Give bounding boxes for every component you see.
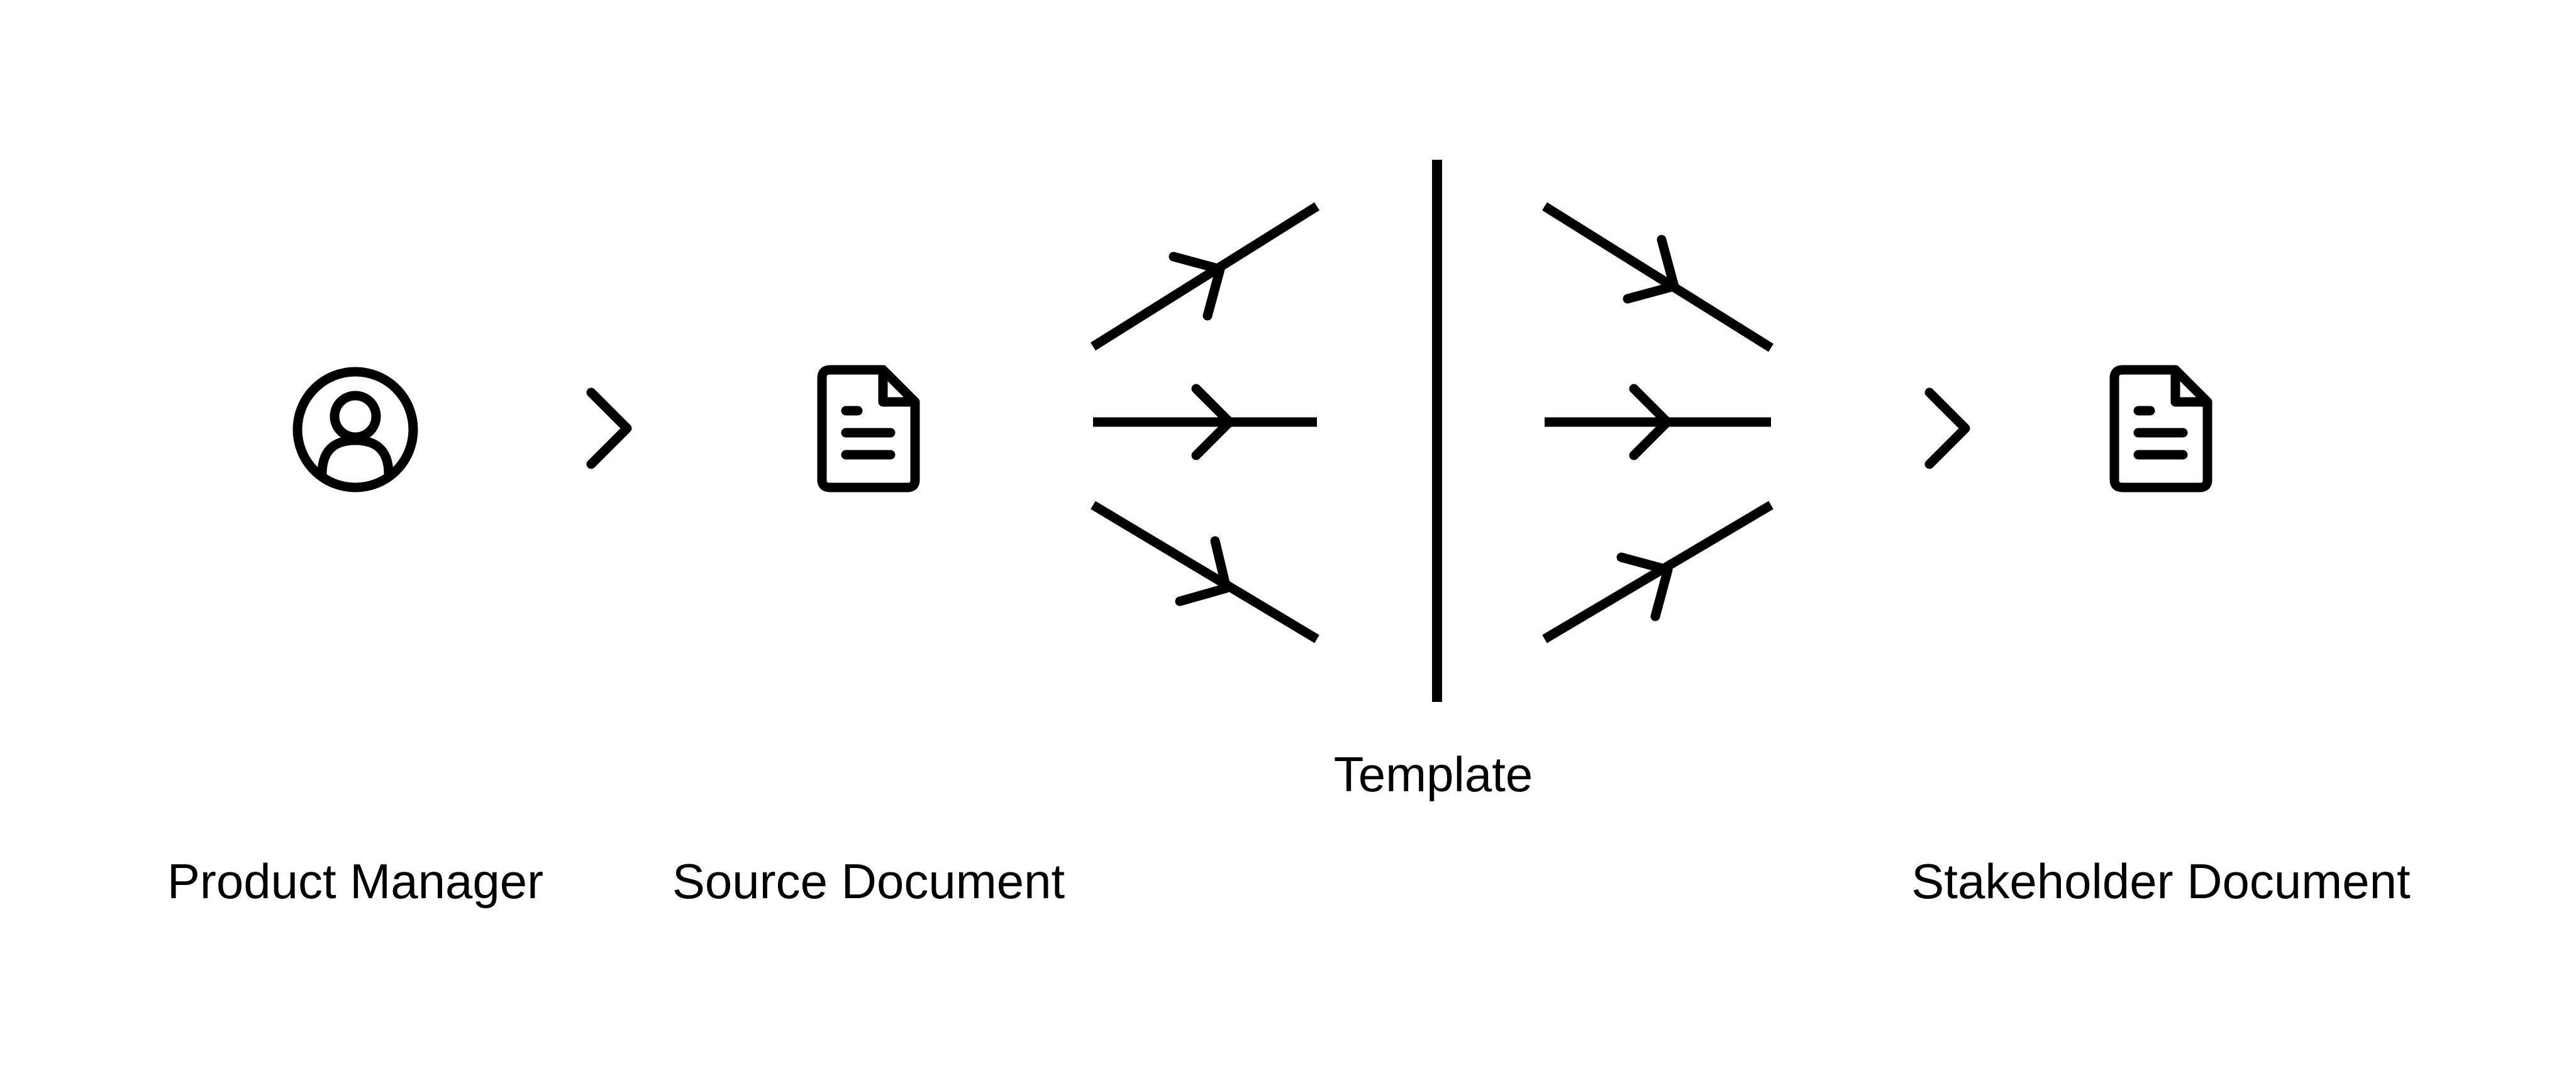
- label-product-manager: Product Manager: [167, 854, 543, 909]
- chevron-right-icon: [1924, 387, 1970, 469]
- diverging-arrows-icon: [1542, 202, 1774, 643]
- label-source-document: Source Document: [672, 854, 1065, 909]
- user-circle-icon: [292, 367, 418, 492]
- document-icon: [817, 365, 920, 492]
- label-stakeholder-document: Stakeholder Document: [1911, 854, 2411, 909]
- document-icon: [2109, 365, 2212, 492]
- label-template: Template: [1334, 747, 1533, 802]
- chevron-right-icon: [586, 387, 632, 469]
- converging-arrows-icon: [1091, 202, 1319, 643]
